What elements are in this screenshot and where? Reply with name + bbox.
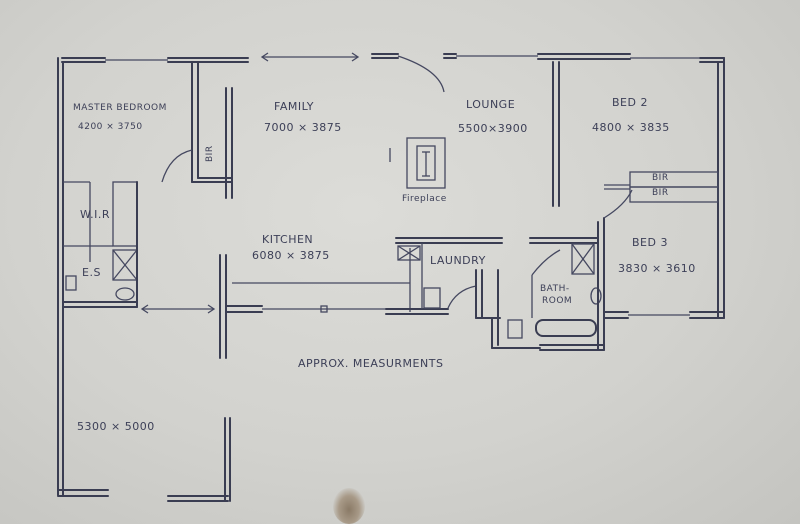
interior-walls [62,61,725,359]
fireplace-symbol [389,137,446,189]
bed3-label: BED 3 [632,236,668,249]
bathroom-label-line1: BATH- [540,284,570,294]
family-size: 7000 × 3875 [264,121,342,134]
bir-bed2-top-label: BIR [652,173,669,183]
door-swing [397,55,445,93]
master-bedroom-label: MASTER BEDROOM [73,103,167,113]
laundry-label: LAUNDRY [430,254,486,267]
bir-bed2-bottom-label: BIR [652,188,669,198]
master-bedroom-size: 4200 × 3750 [78,122,143,132]
fireplace-label: Fireplace [402,194,447,204]
bir-left-label: BIR [205,145,215,162]
kitchen-size: 6080 × 3875 [252,249,330,262]
lounge-label: LOUNGE [466,98,516,111]
lounge-size: 5500×3900 [458,122,528,135]
dimension-arrow [260,52,360,62]
bed2-label: BED 2 [612,96,648,109]
paper-stain [333,488,365,524]
bed2-size: 4800 × 3835 [592,121,670,134]
family-label: FAMILY [274,100,314,113]
bathroom-label-line2: ROOM [542,296,573,306]
garage-size: 5300 × 5000 [77,420,155,433]
ensuite-label: E.S [82,266,101,279]
bed3-size: 3830 × 3610 [618,262,696,275]
approx-measurements-note: APPROX. MEASURMENTS [298,357,444,370]
kitchen-label: KITCHEN [262,233,314,246]
wir-label: W.I.R [80,208,110,221]
